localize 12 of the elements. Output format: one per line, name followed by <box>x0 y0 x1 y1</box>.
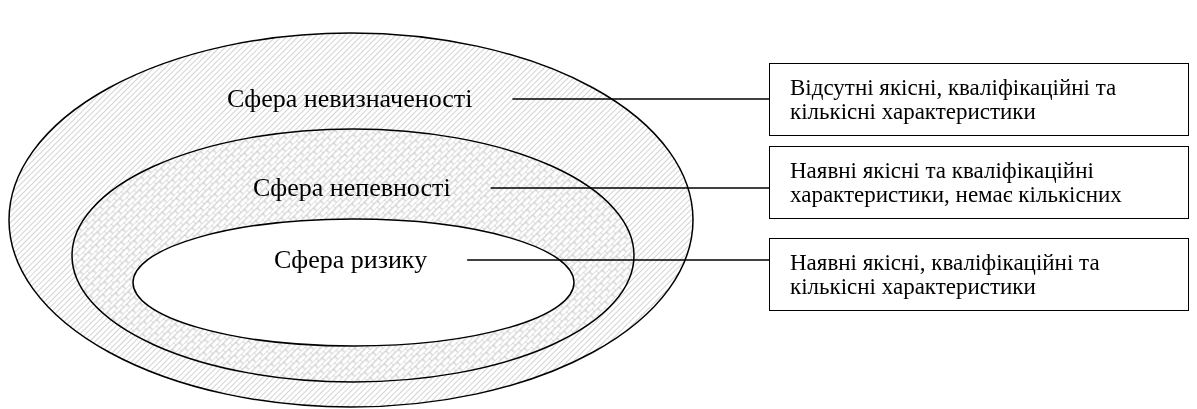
leader-line <box>466 259 770 261</box>
leader-line <box>489 187 770 189</box>
description-box <box>769 146 1189 219</box>
zone-label: Сфера ризику <box>274 245 428 275</box>
zone-label: Сфера невизначеності <box>227 84 473 114</box>
description-box <box>769 238 1189 311</box>
leader-line <box>511 98 770 100</box>
description-text: Наявні якісні, кваліфікаційні та кількісні характеристики <box>790 250 1101 299</box>
zone-label: Сфера непевності <box>253 173 451 203</box>
description-box <box>769 63 1189 136</box>
description-text: Наявні якісні та кваліфікаційні характеристики, немає кількісних <box>790 158 1123 207</box>
description-text: Відсутні якісні, кваліфікаційні та кількісні характеристики <box>790 75 1118 124</box>
